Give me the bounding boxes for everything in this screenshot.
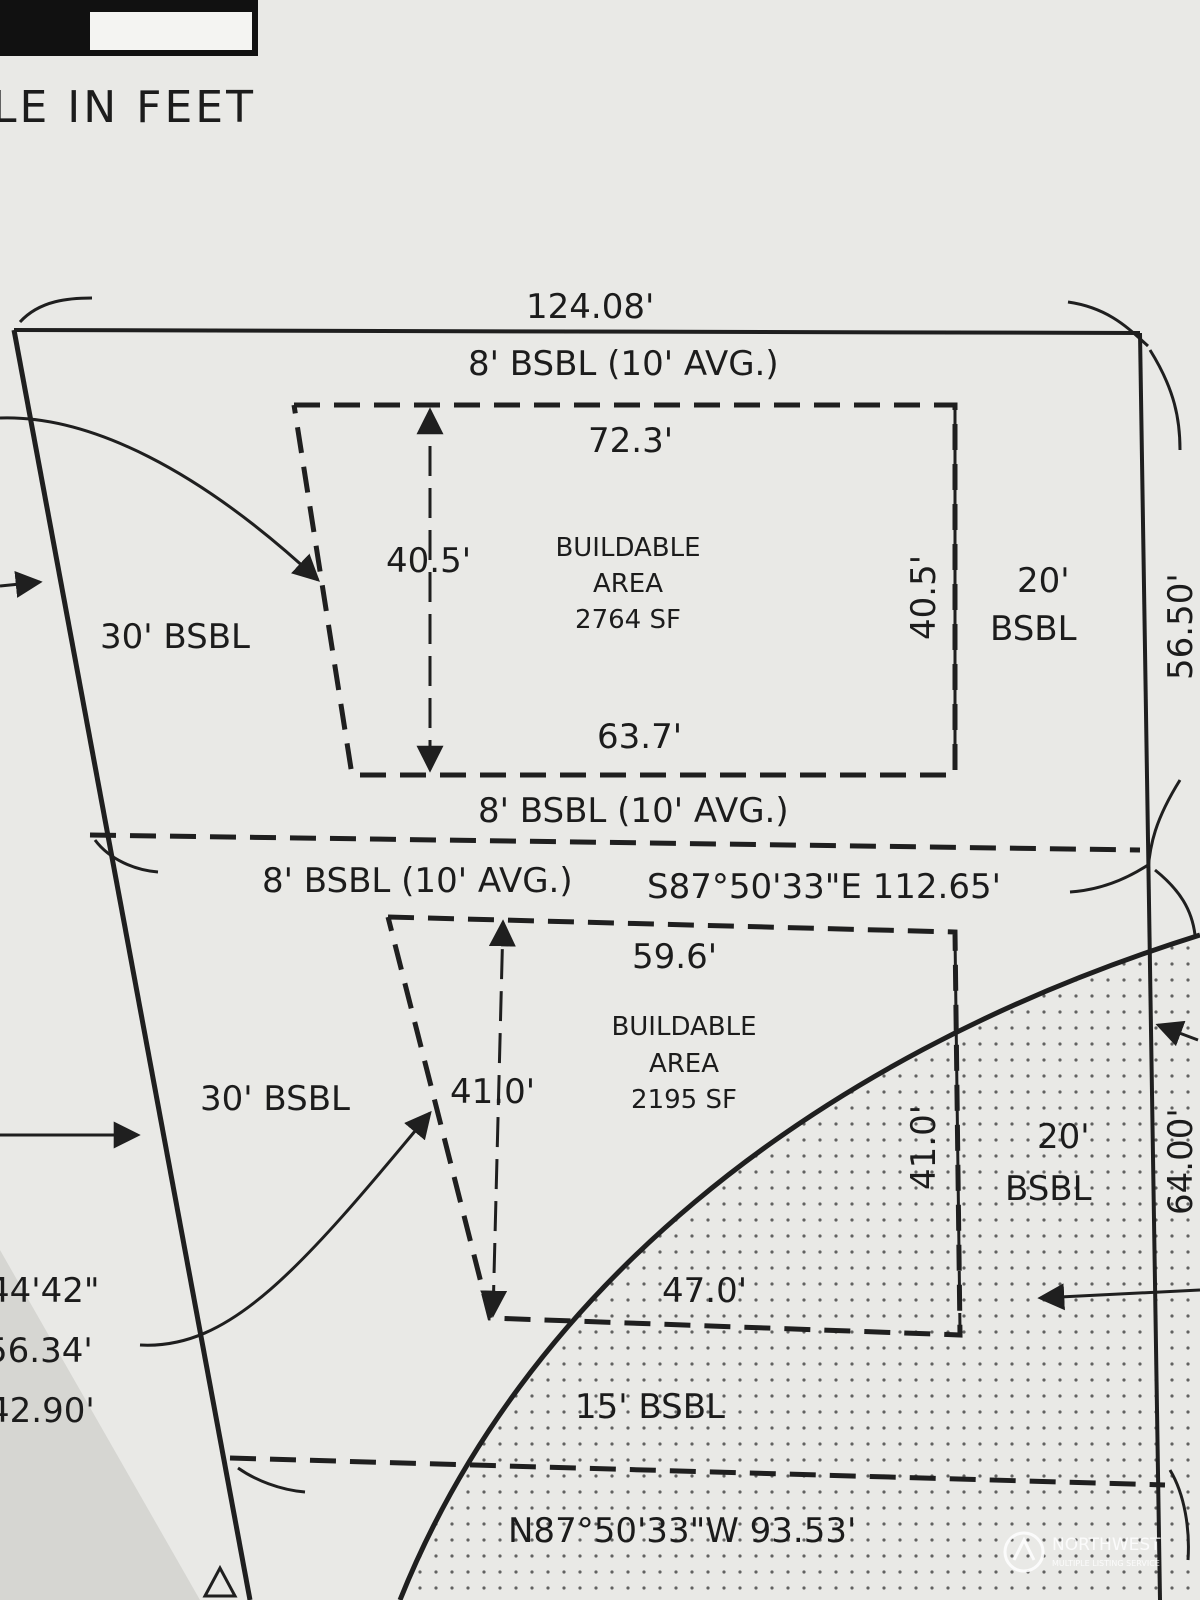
lot-b-bottom-width: 47.0' <box>662 1271 747 1311</box>
corner-arcs <box>18 296 1197 1561</box>
curve-data-line-2: 56.34' <box>0 1331 93 1371</box>
lot-b-easement-arrow <box>1037 1283 1200 1311</box>
lot-a-leader-arrow <box>0 416 320 582</box>
lot-a-top-setback: 8' BSBL (10' AVG.) <box>468 344 779 384</box>
curve-data-line-3: 42.90' <box>0 1391 95 1431</box>
lot-a-left-setback: 30' BSBL <box>100 617 250 657</box>
lot-a-bottom-width: 63.7' <box>597 717 682 757</box>
scale-caption: LE IN FEET <box>0 82 256 133</box>
curve-data-line-1: 44'42" <box>0 1271 100 1311</box>
lot-b-leader-arrow <box>139 1110 432 1347</box>
lot-boundaries <box>11 328 1200 1600</box>
lot-a-right-depth: 40.5' <box>904 555 944 640</box>
lot-b-left-depth: 41.0' <box>450 1072 535 1112</box>
left-edge-arrow <box>0 570 43 598</box>
lot-a-top-length: 124.08' <box>526 287 654 327</box>
lot-a-right-setback-value: 20' <box>1017 561 1070 601</box>
lot-a-bottom-setback: 8' BSBL (10' AVG.) <box>478 791 789 831</box>
paper-shadow <box>0 1250 200 1600</box>
lot-a-buildable-label-1: BUILDABLE <box>555 533 700 563</box>
lot-b-easement-setback: 15' BSBL <box>575 1387 725 1427</box>
lot-b-right-setback-label: BSBL <box>1005 1169 1092 1209</box>
watermark-tagline: MULTIPLE LISTING SERVICE <box>1052 1559 1160 1568</box>
lot-a-buildable-outline <box>291 402 958 778</box>
lot-b-buildable-label-2: AREA <box>649 1049 719 1079</box>
lot-b-top-width: 59.6' <box>632 937 717 977</box>
lot-b-right-depth-line <box>953 934 962 1331</box>
lot-a-buildable-area: 2764 SF <box>575 605 681 635</box>
lot-a-buildable-label-2: AREA <box>593 569 663 599</box>
lot-b-right-tick <box>1155 1020 1199 1047</box>
lot-b-left-setback: 30' BSBL <box>200 1079 350 1119</box>
lot-a-left-depth: 40.5' <box>386 541 471 581</box>
lot-a-top-width: 72.3' <box>588 421 673 461</box>
lot-b-buildable-area: 2195 SF <box>631 1085 737 1115</box>
lot-b-top-setback: 8' BSBL (10' AVG.) <box>262 861 573 901</box>
scale-bar <box>0 0 258 56</box>
easement-hatch <box>400 935 1200 1600</box>
lot-b-top-bearing: S87°50'33"E 112.65' <box>647 867 1001 907</box>
lot-b-right-side-length: 64.00' <box>1161 1108 1200 1215</box>
lot-b-bottom-bearing: N87°50'33"W 93.53' <box>508 1511 856 1551</box>
lot-a-right-setback-label: BSBL <box>990 609 1077 649</box>
lot-b-depth-arrow <box>480 919 516 1318</box>
lot-b-right-setback-value: 20' <box>1037 1117 1090 1157</box>
watermark-emblem-icon <box>1003 1531 1045 1573</box>
lot-b-buildable-label-1: BUILDABLE <box>611 1012 756 1042</box>
lot-b-buildable-outline <box>385 914 963 1338</box>
watermark-logo: NORTHWEST MULTIPLE LISTING SERVICE <box>1003 1531 1161 1573</box>
delta-icon <box>202 1564 238 1598</box>
lot-a-right-side-length: 56.50' <box>1161 573 1200 680</box>
watermark-brand: NORTHWEST <box>1052 1535 1161 1555</box>
lot-b-right-depth: 41.0' <box>904 1105 944 1190</box>
